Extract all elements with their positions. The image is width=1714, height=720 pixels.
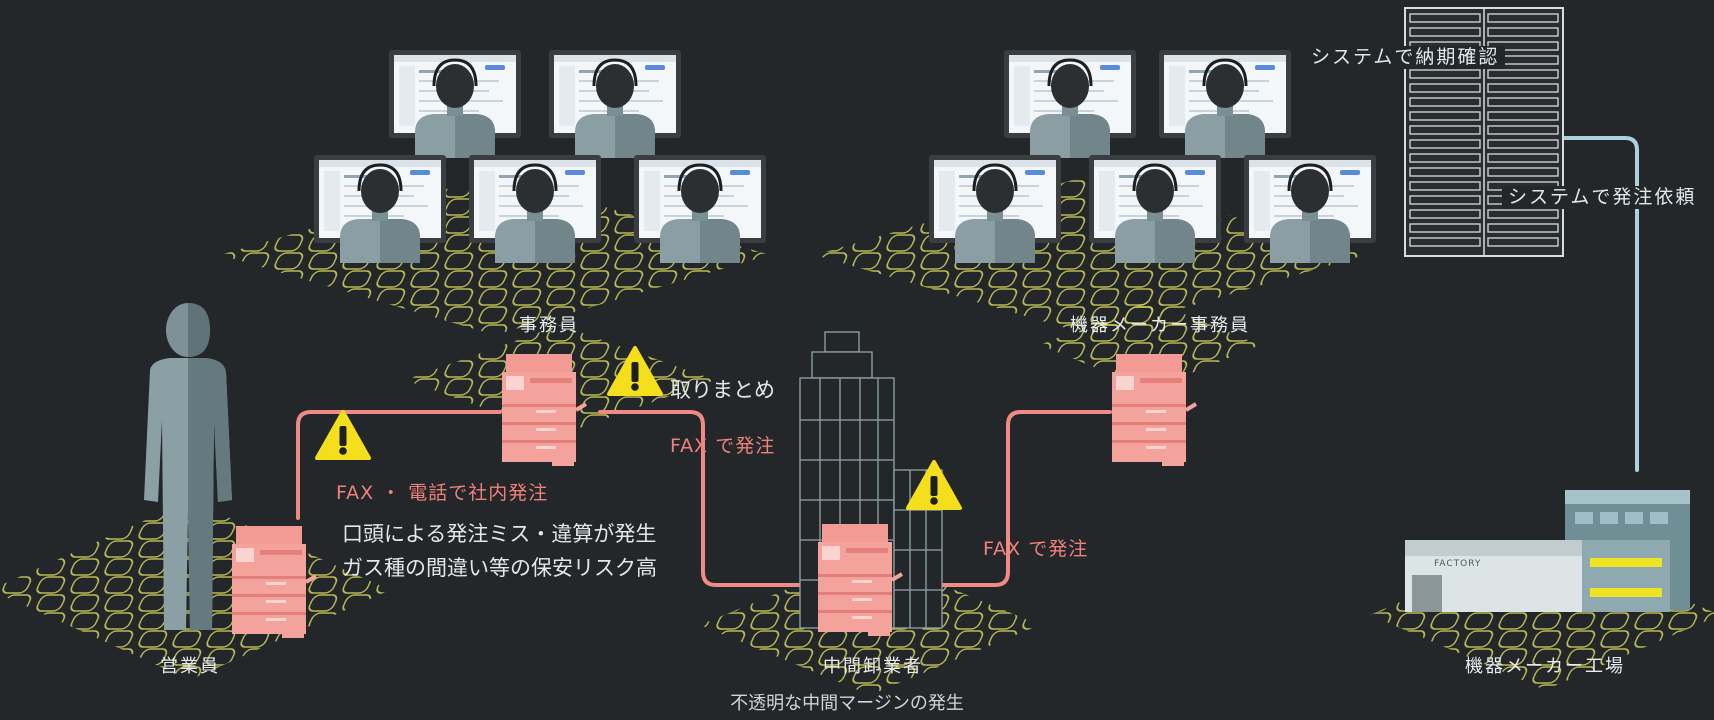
flow-label-internal-order: FAX ・ 電話で社内発注 [336,482,549,504]
note-error-line2: ガス種の間違い等の保安リスク高 [342,556,657,580]
label-maker-clerks: 機器メーカー事務員 [1070,315,1250,336]
factory-icon [1405,490,1690,612]
operator-icon [1002,48,1138,160]
operator-icon [1157,48,1293,160]
office-clerks [312,48,768,265]
flow-wholesaler-to-maker [903,410,1112,587]
operator-icon [547,48,683,160]
label-factory: 機器メーカー工場 [1465,656,1625,677]
flow-lines [296,410,1112,587]
label-wholesaler: 中間卸業者 [823,656,923,677]
note-error-line1: 口頭による発注ミス・違算が発生 [342,522,657,546]
maker-clerks [927,48,1378,265]
flow-label-fax-order-1: FAX で発注 [670,435,776,457]
note-margin: 不透明な中間マージンの発生 [730,693,964,714]
factory-sign: FACTORY [1434,559,1482,569]
grid-maker-fax [1040,300,1260,390]
label-office-clerks: 事務員 [519,315,579,336]
flow-office-to-wholesaler [598,410,822,587]
note-aggregate: 取りまとめ [670,378,775,402]
operator-icon [387,48,523,160]
flow-sales-to-office [296,410,502,520]
fax-machine-icon [230,524,318,640]
label-system-check: システムで納期確認 [1305,46,1506,69]
flow-label-fax-order-2: FAX で発注 [983,538,1089,560]
label-system-order: システムで発注依頼 [1502,186,1703,209]
system-line [1563,136,1639,472]
label-sales: 営業員 [160,656,220,677]
warning-icon [315,410,371,460]
person-icon [144,303,232,630]
